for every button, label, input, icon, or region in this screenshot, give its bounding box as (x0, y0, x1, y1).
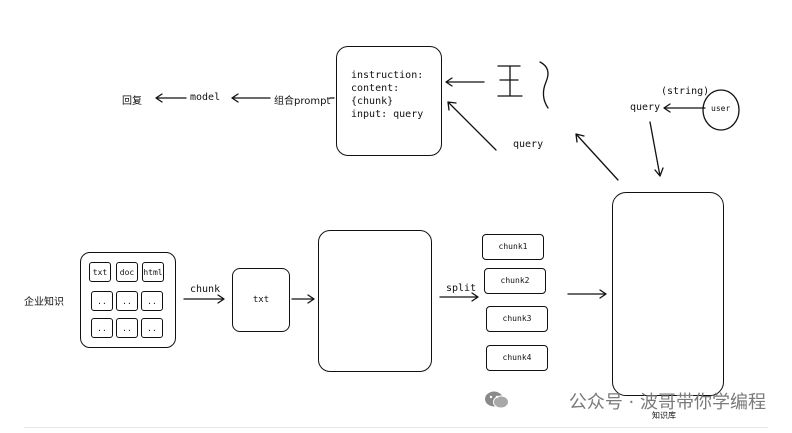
arrow-model-to-reply (155, 93, 187, 103)
file-txt: txt (89, 262, 111, 282)
combine-prompt-label: 组合prompt (274, 96, 331, 107)
docs-stack-icon (497, 65, 523, 97)
txt-box: txt (232, 268, 290, 332)
knowledge-base-label: 知识库 (652, 411, 676, 420)
prompt-line-input: input: query (351, 109, 424, 120)
bottom-divider (24, 427, 768, 428)
file-more-3: .. (141, 291, 163, 311)
user-label: user (711, 104, 731, 113)
prompt-line-instruction: instruction: (351, 70, 424, 81)
chunk-arrow-label: chunk (190, 284, 221, 295)
chunk-box-1: chunk1 (482, 234, 544, 260)
arrow-user-to-query (663, 103, 706, 113)
prompt-template-box: instruction: content: {chunk} input: que… (336, 46, 442, 156)
query-label-middle: query (513, 139, 544, 150)
split-label: split (446, 283, 477, 294)
wechat-icon (485, 391, 509, 409)
file-doc: doc (116, 262, 138, 282)
enterprise-knowledge-label: 企业知识 (24, 297, 64, 308)
arrow-query-to-prompt (447, 101, 497, 151)
arrow-kb-to-query (575, 133, 619, 181)
file-grid-box: txt doc html .. .. .. .. .. .. (80, 252, 176, 348)
chunk-box-4: chunk4 (486, 345, 548, 371)
arrow-docs-to-prompt (445, 77, 485, 87)
arrow-user-to-kb (649, 121, 664, 177)
model-label: model (190, 92, 221, 103)
knowledge-base-box (612, 192, 724, 396)
file-more-5: .. (116, 318, 138, 338)
chunk-box-3: chunk3 (486, 306, 548, 332)
user-circle (702, 89, 740, 131)
file-more-4: .. (91, 318, 113, 338)
chunk-box-2: chunk2 (484, 268, 546, 294)
file-more-2: .. (116, 291, 138, 311)
string-type-label: (string) (661, 86, 710, 97)
watermark-text: 公众号 · 波哥带你学编程 (568, 392, 766, 413)
query-label-right: query (630, 102, 661, 113)
arrow-prompt-to-model (231, 93, 271, 103)
arrow-doc-to-chunks (439, 292, 479, 302)
arrow-grid-to-txt (183, 294, 225, 304)
document-box (318, 230, 432, 372)
reply-label: 回复 (122, 96, 142, 107)
arrow-txt-to-doc (291, 294, 315, 304)
docs-bracket-icon (539, 61, 549, 109)
file-more-6: .. (141, 318, 163, 338)
prompt-line-content: content: {chunk} (351, 83, 400, 107)
file-more-1: .. (91, 291, 113, 311)
file-html: html (142, 262, 164, 282)
arrow-chunks-to-kb (567, 289, 607, 299)
